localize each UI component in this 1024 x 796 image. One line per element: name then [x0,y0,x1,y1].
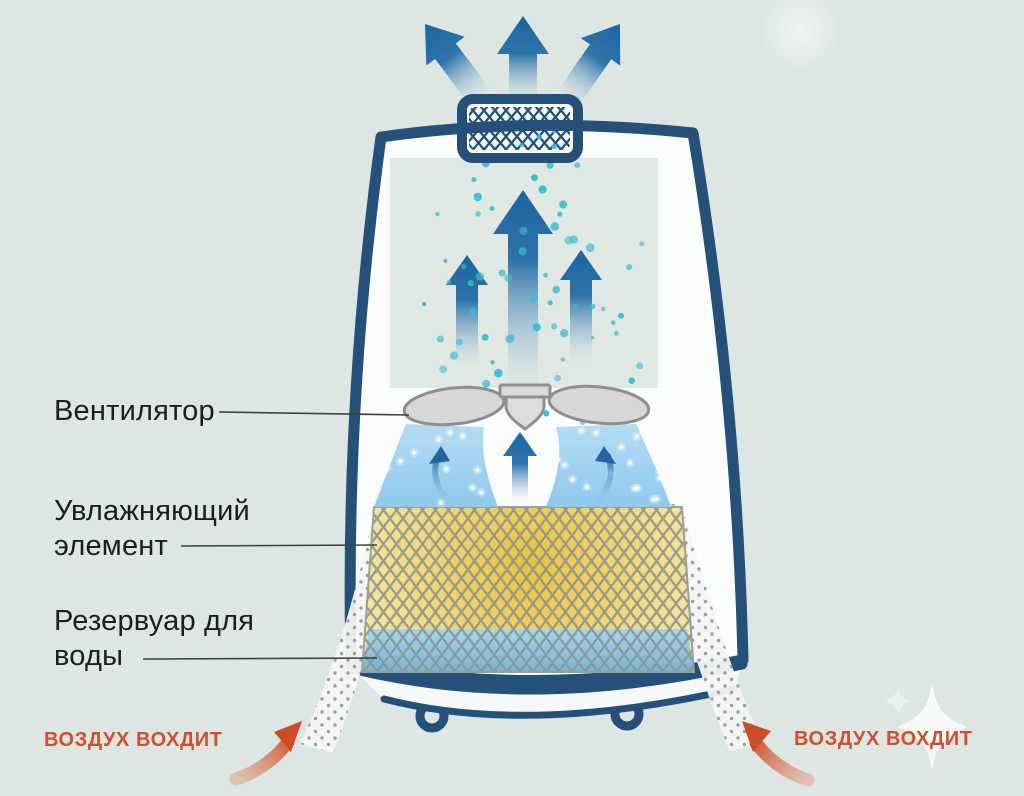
label-water-reservoir: Резервуар для воды [54,604,254,674]
fan-hub [504,395,546,431]
label-humidifying-element: Увлажняющий элемент [54,494,250,564]
base [346,658,748,733]
air-intake-arrow-right [742,721,815,787]
leader-element [180,544,378,547]
leader-reservoir [142,657,378,660]
label-air-in-right: ВОЗДУХ ВОХДИТ [794,728,973,750]
soft-glow [758,0,842,72]
plume-arrows [429,432,616,503]
label-air-in-left: ВОЗДУХ ВОХДИТ [44,729,223,751]
fan [402,383,651,431]
label-humidifying-element-line2: элемент [54,530,168,562]
label-humidifying-element-line1: Увлажняющий [54,495,250,527]
humidifying-element [360,506,696,673]
fan-blade-left [402,385,506,427]
sparkle-star [885,684,967,770]
label-water-reservoir-line2: воды [54,640,124,672]
leader-lines [142,411,410,660]
fan-hub-cap [498,383,552,399]
air-out-arrows [425,16,621,107]
air-intake-arrow-left [229,721,302,786]
mist-particles [422,159,645,428]
label-fan: Вентилятор [54,395,215,427]
label-water-reservoir-line1: Резервуар для [54,605,255,637]
fan-blade-right [547,384,651,426]
leader-fan [218,411,410,416]
